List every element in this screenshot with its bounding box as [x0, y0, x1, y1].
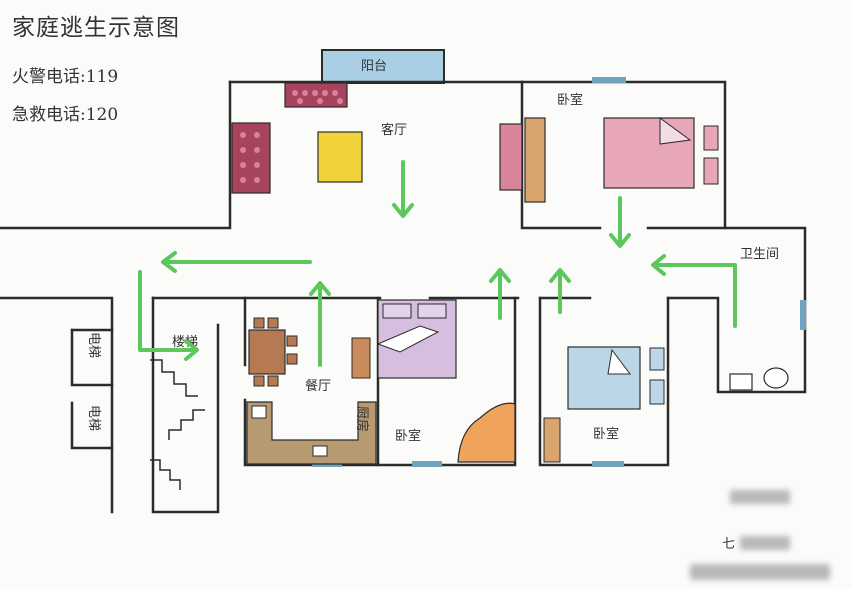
living-room-label: 客厅 — [381, 122, 407, 138]
piano — [457, 402, 516, 463]
arrow-right-up — [549, 268, 571, 314]
balcony — [321, 49, 445, 84]
bed-top-right — [603, 117, 695, 189]
bed-bottom-right-pillow — [607, 348, 631, 375]
arrow-dining-up — [309, 281, 331, 367]
coffee-table — [317, 131, 363, 183]
bed-bottom-right — [567, 346, 641, 410]
nightstand-a — [703, 125, 719, 151]
arrow-main-left — [161, 251, 312, 273]
dining-table — [248, 329, 286, 375]
wardrobe-top-right — [524, 117, 546, 203]
wardrobe-bottom-right — [543, 417, 561, 463]
nightstand-d — [649, 379, 665, 405]
sofa-left-cushions — [240, 132, 260, 183]
bedroom-bottom-right-label: 卧室 — [593, 426, 619, 442]
nightstand-b — [703, 157, 719, 185]
escape-arrows — [138, 160, 737, 367]
elevator-label-bottom: 电梯 — [86, 405, 101, 431]
stove — [312, 445, 328, 457]
arrow-bathroom — [651, 254, 737, 328]
bedroom-top-right-label: 卧室 — [557, 92, 583, 108]
arrow-living-down — [392, 160, 414, 218]
nightstand-c — [649, 347, 665, 371]
bathroom-label: 卫生间 — [740, 247, 779, 262]
tv-cabinet — [499, 123, 523, 191]
signature-char: 七 — [722, 537, 735, 552]
dining-room-label: 餐厅 — [305, 378, 331, 394]
ambulance-phone-label: 急救电话:120 — [12, 105, 119, 125]
desk-center — [351, 337, 371, 379]
bed-center-pillow-b — [417, 303, 447, 319]
staircase — [150, 359, 205, 490]
bed-center-cover — [376, 325, 440, 353]
bedroom-center-label: 卧室 — [395, 428, 421, 444]
kitchen-label: 厨房 — [354, 406, 370, 432]
arrow-center-up — [489, 268, 511, 320]
signature — [690, 490, 830, 580]
bed-center-pillow-a — [382, 303, 412, 319]
toilet — [763, 367, 789, 389]
arrow-exit-down — [138, 270, 199, 361]
elevator-label-top: 电梯 — [86, 332, 101, 358]
diagram-title: 家庭逃生示意图 — [12, 15, 180, 41]
sofa-left — [231, 122, 271, 194]
kitchen-counter — [246, 401, 377, 465]
arrow-top-bedroom-down — [609, 196, 631, 248]
balcony-label: 阳台 — [361, 59, 387, 74]
dining-chairs — [253, 317, 298, 387]
sofa-top-cushions — [292, 90, 343, 104]
sink — [251, 405, 267, 419]
fire-phone-label: 火警电话:119 — [12, 67, 119, 87]
bed-top-right-pillow — [659, 117, 692, 145]
walls — [0, 80, 807, 514]
washbasin — [729, 373, 753, 391]
